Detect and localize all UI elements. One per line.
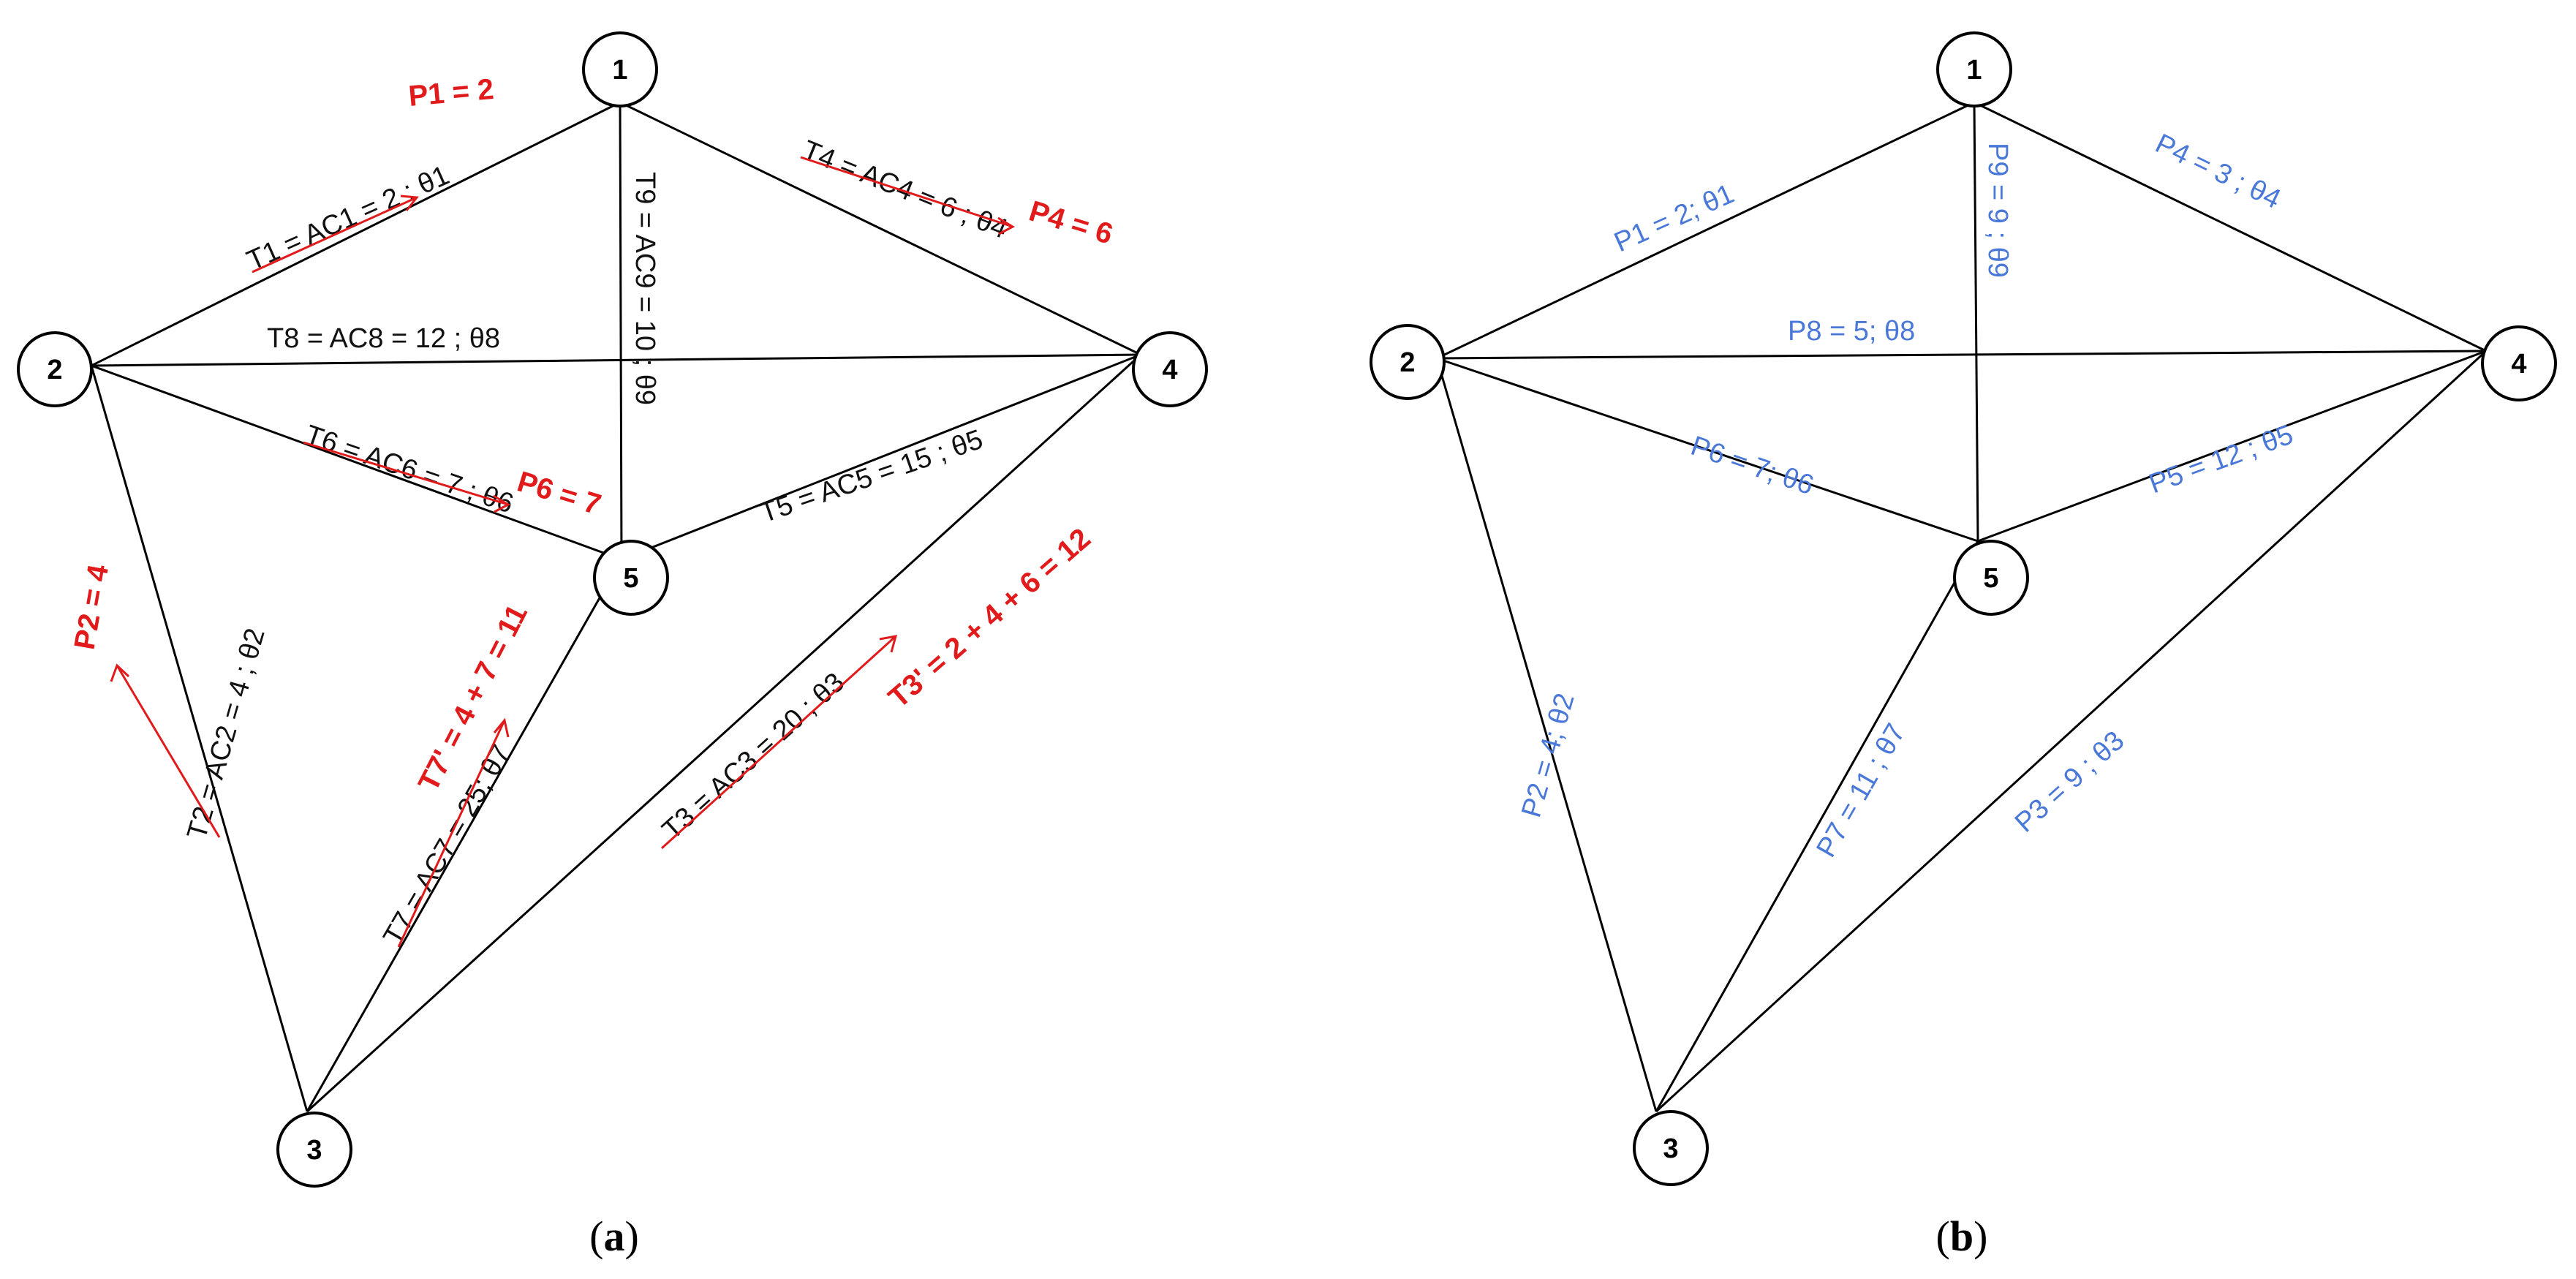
edge-1-2 (91, 101, 621, 367)
edge-label-t1: T1 = AC1 = 2 ; θ1 (243, 160, 454, 277)
panel-b: P1 = 2; θ1 P9 = 9 ; θ9 P4 = 3 ; θ4 P8 = … (1370, 31, 2557, 1260)
node-3: 3 (1633, 1110, 1709, 1186)
edge-1-5 (619, 102, 623, 560)
node-label: 5 (623, 563, 638, 594)
edge-2-3 (1435, 358, 1658, 1112)
red-label-p4: P4 = 6 (1025, 195, 1117, 251)
node-label: 3 (306, 1135, 322, 1166)
edge-3-5 (306, 559, 623, 1112)
red-arrow-4 (800, 156, 1016, 235)
red-arrow-3 (660, 635, 898, 850)
node-5: 5 (1953, 540, 2029, 616)
edge-label-p3: P3 = 9 ; θ3 (2009, 725, 2130, 839)
edge-2-5 (1436, 357, 1979, 543)
red-arrow-7 (397, 717, 510, 948)
red-arrow-2 (110, 663, 221, 838)
node-label: 5 (1983, 563, 1998, 594)
red-label-p6: P6 = 7 (513, 466, 605, 521)
edge-2-4 (91, 353, 1141, 367)
edge-label-t8: T8 = AC8 = 12 ; θ8 (267, 323, 500, 354)
caption-open: ( (1936, 1212, 1950, 1260)
edge-1-4 (619, 101, 1141, 356)
caption-close: ) (1973, 1212, 1987, 1260)
edge-label-t9: T9 = AC9 = 10 ; θ9 (630, 172, 660, 405)
edge-label-t2: T2 = AC2 = 4 ; θ2 (181, 625, 271, 843)
red-label-t7prime: T7' = 4 + 7 = 11 (412, 600, 534, 796)
caption-open: ( (589, 1212, 603, 1260)
caption-letter: b (1950, 1212, 1973, 1260)
node-2: 2 (17, 331, 93, 407)
caption-a: (a) (589, 1212, 639, 1260)
node-1: 1 (582, 31, 658, 107)
node-label: 4 (2511, 349, 2526, 380)
edge-3-5 (1655, 540, 1979, 1112)
node-2: 2 (1370, 324, 1446, 400)
edge-label-p9: P9 = 9 ; θ9 (1982, 143, 2013, 278)
red-arrow-6 (303, 441, 511, 513)
node-label: 2 (1400, 347, 1415, 378)
node-4: 4 (1132, 331, 1208, 407)
edge-label-p8: P8 = 5; θ8 (1788, 316, 1915, 347)
red-label-p2: P2 = 4 (69, 562, 116, 652)
edge-2-3 (90, 365, 309, 1112)
edge-1-5 (1973, 102, 1979, 542)
edge-4-5 (1977, 350, 2487, 543)
edge-1-2 (1436, 101, 1975, 360)
edge-label-t3: T3 = AC3 = 20 ; θ3 (657, 667, 850, 846)
node-label: 4 (1162, 355, 1177, 385)
node-label: 1 (1966, 55, 1982, 86)
edge-label-p6: P6 = 7; θ6 (1687, 431, 1817, 501)
edge-label-p4: P4 = 3 ; θ4 (2150, 128, 2286, 215)
panel-a: T1 = AC1 = 2 ; θ1 T8 = AC8 = 12 ; θ8 T9 … (17, 31, 1208, 1260)
edge-label-p5: P5 = 12 ; θ5 (2145, 420, 2297, 500)
edge-label-p2: P2 = 4; θ2 (1516, 690, 1580, 820)
node-label: 1 (612, 55, 627, 86)
edge-3-4 (306, 353, 1142, 1113)
edge-label-t6: T6 = AC6 = 7 ; θ6 (301, 420, 517, 520)
node-3: 3 (276, 1112, 352, 1188)
red-label-t3prime: T3' = 2 + 4 + 6 = 12 (883, 522, 1097, 714)
edge-1-4 (1973, 101, 2487, 352)
caption-b: (b) (1936, 1212, 1988, 1260)
edge-2-4 (1436, 350, 2487, 360)
edge-label-p7: P7 = 11 ; θ7 (1810, 719, 1911, 863)
red-arrow-1 (252, 195, 419, 273)
edge-2-5 (91, 364, 622, 561)
node-label: 2 (47, 355, 62, 385)
edge-label-t5: T5 = AC5 = 15 ; θ5 (756, 424, 986, 529)
edge-3-4 (1655, 350, 2488, 1113)
node-label: 3 (1663, 1133, 1678, 1164)
node-1: 1 (1936, 31, 2012, 107)
edge-4-5 (621, 353, 1141, 561)
red-label-p1: P1 = 2 (407, 73, 495, 113)
node-5: 5 (593, 540, 669, 616)
node-4: 4 (2481, 325, 2557, 401)
caption-letter: a (604, 1212, 625, 1260)
caption-close: ) (625, 1212, 639, 1260)
edge-label-t4: T4 = AC4 = 6 ; θ4 (798, 135, 1012, 245)
